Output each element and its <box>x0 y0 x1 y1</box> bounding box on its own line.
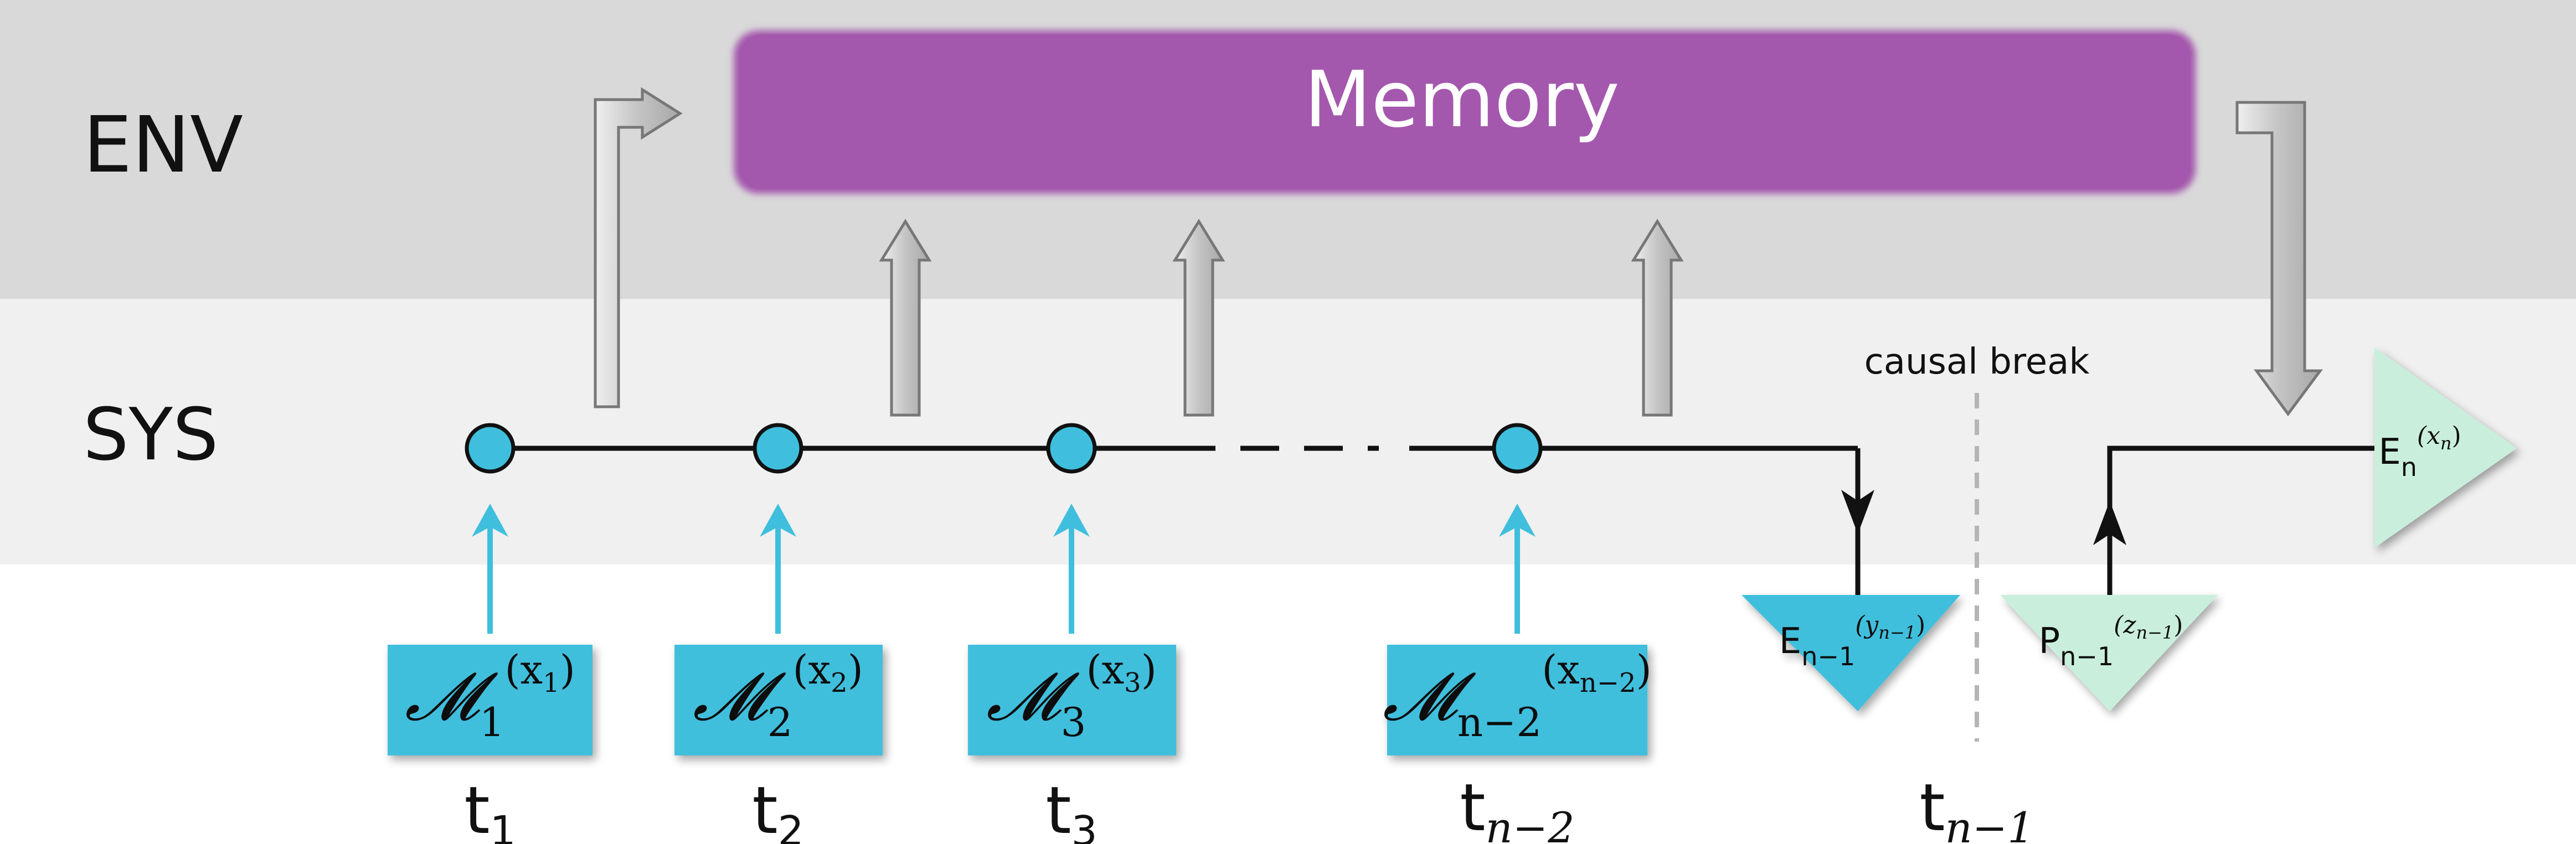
up-arrow-3 <box>1172 219 1225 417</box>
sys-band <box>0 299 2576 565</box>
arrowhead-up <box>2093 501 2126 545</box>
time-label-3: t3 <box>1045 772 1097 844</box>
memory-label: Memory <box>1304 55 1619 145</box>
up-arrow-2 <box>879 219 932 417</box>
node-2 <box>753 423 803 474</box>
svg-text:En(xn): En(xn) <box>2378 422 2461 482</box>
measurement-box-n2: 𝓜n−2(xn−2) <box>1383 645 1652 755</box>
triangle-e-prev: En−1(yn−1) <box>1742 595 1960 711</box>
measurement-box-2: 𝓜2(x2) <box>674 645 883 755</box>
time-label-2: t2 <box>752 772 803 844</box>
bent-arrow-out <box>2235 101 2323 417</box>
measurement-box-1: 𝓜1(x1) <box>388 645 593 755</box>
measurement-box-3: 𝓜3(x3) <box>968 645 1176 755</box>
arrowhead-down <box>1841 490 1874 534</box>
memory-box: Memory <box>734 30 2196 194</box>
svg-text:𝓜n−2(xn−2): 𝓜n−2(xn−2) <box>1383 646 1651 745</box>
node-n2 <box>1492 423 1543 474</box>
triangle-e-n: En(xn) <box>2374 348 2517 548</box>
svg-text:En−1(yn−1): En−1(yn−1) <box>1779 611 1925 671</box>
memory-arrows <box>594 87 2323 417</box>
causal-break-label: causal break <box>1864 341 2090 382</box>
node-3 <box>1046 423 1097 474</box>
sys-label: SYS <box>83 392 218 477</box>
time-labels: t1 t2 t3 tn−2 tn−1 <box>464 769 2034 844</box>
env-label: ENV <box>83 100 243 190</box>
bent-arrow-in <box>594 87 683 408</box>
node-1 <box>465 423 516 474</box>
timeline-nodes <box>465 423 1543 474</box>
triangle-p-prev: Pn−1(zn−1) <box>2000 595 2218 711</box>
time-label-1: t1 <box>464 772 516 844</box>
measurement-arrows <box>472 504 1536 634</box>
up-arrow-n2 <box>1631 219 1684 417</box>
time-label-n2: tn−2 <box>1460 769 1574 844</box>
svg-text:Pn−1(zn−1): Pn−1(zn−1) <box>2039 611 2183 671</box>
time-label-n1: tn−1 <box>1919 769 2034 844</box>
